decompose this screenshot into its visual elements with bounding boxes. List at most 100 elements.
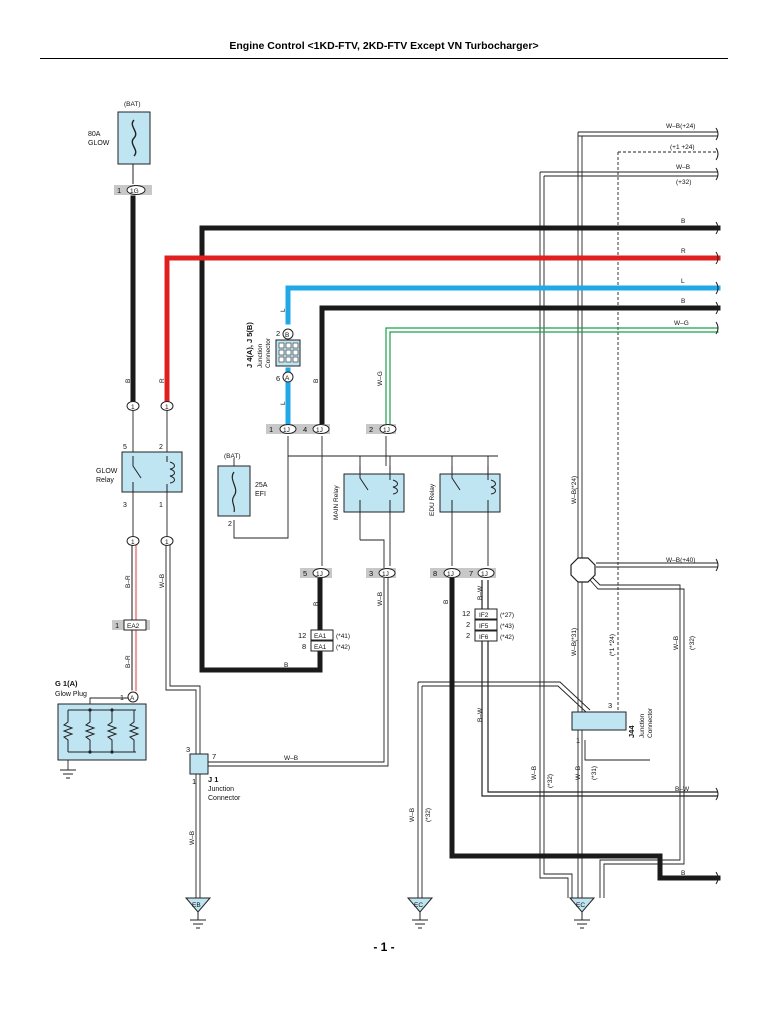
svg-text:GLOW: GLOW [96,468,118,475]
svg-text:1: 1 [159,502,163,509]
svg-text:W–B: W–B [409,808,416,822]
svg-text:EFI: EFI [255,491,266,498]
svg-text:B: B [681,218,685,225]
svg-text:3: 3 [369,569,373,578]
svg-text:W–B: W–B [377,592,384,606]
connector-1j-lower: 5 1J 3 1J 8 1J 7 1J [300,568,496,578]
svg-text:R: R [681,248,686,255]
svg-text:2: 2 [159,444,163,451]
connector-ea2: 1 EA2 [112,619,150,631]
ground-eb: EB [184,897,212,929]
svg-text:EC: EC [414,902,423,909]
svg-text:W–B(*24): W–B(*24) [571,476,578,504]
svg-text:Connector: Connector [265,337,272,368]
svg-text:1J: 1J [316,427,323,434]
right-wire-labels: W–B(+24) (+1 +24) W–B (+32) B R L B W–G … [409,123,696,877]
svg-text:B–W: B–W [477,585,484,600]
svg-text:W–B: W–B [575,766,582,780]
svg-text:EB: EB [192,902,201,909]
svg-text:1: 1 [115,621,119,630]
connector-ea1: 12 EA1 (*41) 8 EA1 (*42) [298,629,350,652]
svg-text:W–G: W–G [377,371,384,386]
svg-text:1: 1 [117,186,121,195]
svg-text:2: 2 [466,620,470,629]
svg-text:(*27): (*27) [500,612,514,619]
glow-relay-bottom-pins: 1 1 [126,536,174,546]
wire-end-marks [715,127,719,885]
svg-text:J44: J44 [627,725,636,738]
svg-text:7: 7 [212,752,216,761]
svg-text:(*42): (*42) [336,644,350,651]
glow-relay-top-pins: 1 1 [126,401,174,411]
svg-text:Junction: Junction [257,343,264,368]
svg-text:IF5: IF5 [479,623,489,630]
svg-text:(+1 +24): (+1 +24) [670,144,695,151]
svg-text:MAIN Relay: MAIN Relay [333,485,340,520]
page-number: - 1 - [373,940,395,954]
ground-ec-2: EC [568,897,596,929]
svg-text:(*42): (*42) [500,634,514,641]
glow-relay: 5 2 GLOW Relay 3 1 [96,444,183,509]
svg-text:12: 12 [462,609,470,618]
page-title: Engine Control <1KD-FTV, 2KD-FTV Except … [229,40,539,52]
svg-text:3: 3 [608,701,612,710]
svg-text:5: 5 [303,569,307,578]
svg-text:80A: 80A [88,131,101,138]
svg-text:B: B [443,600,450,604]
svg-text:(*32): (*32) [425,808,432,822]
svg-text:(*32): (*32) [547,774,554,788]
svg-text:4: 4 [303,425,307,434]
svg-text:2: 2 [466,631,470,640]
svg-text:Relay: Relay [96,477,114,484]
svg-text:B–W: B–W [675,786,690,793]
glow-fuse: (BAT) 80A GLOW [88,101,151,184]
svg-text:W–B: W–B [159,574,166,588]
glow-plug: G 1(A) Glow Plug 1 A [55,679,147,779]
svg-text:(*41): (*41) [336,633,350,640]
svg-text:EA1: EA1 [314,633,327,640]
svg-text:J 4(A), J 5(B): J 4(A), J 5(B) [245,322,254,368]
svg-text:1: 1 [120,695,124,702]
svg-text:EA2: EA2 [127,623,140,630]
svg-text:A: A [285,375,290,382]
wire-b-bottom [449,575,721,881]
svg-text:2: 2 [276,329,280,338]
svg-text:(BAT): (BAT) [224,453,241,460]
svg-text:(*43): (*43) [500,623,514,630]
svg-text:(*1 *24): (*1 *24) [609,634,616,656]
svg-text:1: 1 [131,404,135,411]
heavy-wires [130,195,721,881]
svg-text:1J: 1J [383,427,390,434]
svg-text:B: B [313,379,320,383]
svg-text:1: 1 [165,539,169,546]
svg-text:8: 8 [302,642,306,651]
junction-j44: 3 1 J44 Junction Connector [571,701,654,745]
svg-text:(*32): (*32) [689,636,696,650]
svg-text:1: 1 [576,736,580,745]
svg-text:Connector: Connector [647,707,654,738]
svg-text:W–B(+24): W–B(+24) [666,123,695,130]
junction-j4-j5: 2 B 6 A J 4(A), J 5(B) Junction Connecto… [245,322,301,383]
svg-text:B: B [284,662,288,669]
svg-text:W–B: W–B [531,766,538,780]
svg-text:B–R: B–R [125,655,132,668]
svg-text:R: R [159,378,166,383]
svg-text:IF6: IF6 [479,634,489,641]
svg-text:B–W: B–W [477,707,484,722]
svg-text:W–B: W–B [189,831,196,845]
svg-text:1: 1 [269,425,273,434]
svg-text:12: 12 [298,631,306,640]
wire-r [164,255,721,403]
svg-text:8: 8 [433,569,437,578]
svg-text:Glow Plug: Glow Plug [55,691,87,698]
wire-wg [385,327,719,425]
svg-text:1J: 1J [382,571,389,578]
svg-text:B: B [681,298,685,305]
efi-fuse: (BAT) 25A EFI 2 [217,453,268,528]
svg-text:B: B [313,602,320,606]
svg-text:G 1(A): G 1(A) [55,679,78,688]
svg-text:W–B(+40): W–B(+40) [666,557,695,564]
svg-text:L: L [280,308,287,312]
connector-if: 12 IF2 (*27) 2 IF5 (*43) 2 IF6 (*42) [462,608,514,642]
connector-1g: 1 1G [114,185,152,195]
